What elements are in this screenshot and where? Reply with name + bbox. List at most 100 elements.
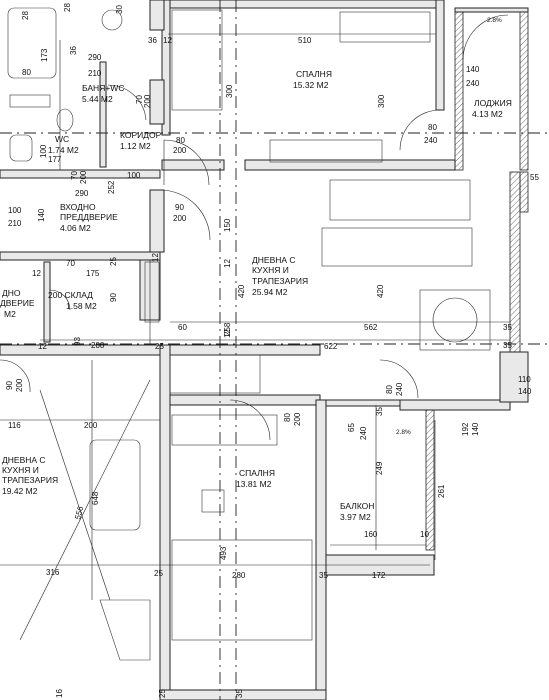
doors <box>0 14 509 441</box>
dim-240c: 240 <box>395 382 404 396</box>
dim-556: 556 <box>73 505 85 521</box>
room-entry-area: 4.06 M2 <box>60 223 91 233</box>
dim-80a: 80 <box>22 68 31 77</box>
room-entry-left-name: ДНО <box>2 288 21 298</box>
dim-28b: 28 <box>63 3 72 12</box>
dim-172: 172 <box>372 571 386 580</box>
dim-65: 65 <box>347 423 356 432</box>
dim-210a: 210 <box>88 69 102 78</box>
dim-240b: 240 <box>424 136 438 145</box>
dim-177: 177 <box>48 155 62 164</box>
dim-12c: 12 <box>32 269 41 278</box>
dim-30: 30 <box>115 5 124 14</box>
room-bedroom-bottom-name: СПАЛНЯ <box>239 468 275 478</box>
dim-16: 16 <box>55 689 64 698</box>
dim-200f: 200 <box>15 378 24 392</box>
dim-290b: 290 <box>75 189 89 198</box>
dim-420b: 420 <box>376 284 385 298</box>
room-balcony-area: 3.97 M2 <box>340 512 371 522</box>
dim-25c: 25 <box>154 569 163 578</box>
dim-622: 622 <box>324 342 338 351</box>
walls <box>0 0 529 700</box>
dimension-labels: 28 28 30 36 12 510 173 36 290 80 210 70 … <box>5 3 539 698</box>
dim-slope-balcony: 2.8% <box>396 429 411 436</box>
room-living-main-name3: ТРАПЕЗАРИЯ <box>252 276 308 286</box>
dim-300b: 300 <box>377 94 386 108</box>
dim-290a: 290 <box>88 53 102 62</box>
room-living-left-name3: ТРАПЕЗАРИЯ <box>2 475 58 485</box>
dim-35d: 35 <box>319 571 328 580</box>
dim-35b: 35 <box>503 341 512 350</box>
room-loggia-area: 4.13 M2 <box>472 109 503 119</box>
dim-140c: 140 <box>518 387 532 396</box>
dim-36: 36 <box>69 46 78 55</box>
room-living-left-name: ДНЕВНА С <box>2 455 46 465</box>
dim-100c: 100 <box>8 206 22 215</box>
dim-60: 60 <box>178 323 187 332</box>
dim-160: 160 <box>364 530 378 539</box>
dim-261: 261 <box>437 484 446 498</box>
dim-562: 562 <box>364 323 378 332</box>
dim-200b: 200 <box>173 146 187 155</box>
room-entry-name: ВХОДНО <box>60 202 96 212</box>
dim-12d: 12 <box>223 259 232 268</box>
dim-80e: 80 <box>283 413 292 422</box>
room-bath-area: 5.44 M2 <box>82 94 113 104</box>
dim-258: 258 <box>223 322 232 336</box>
room-corridor-name: КОРИДОР <box>120 130 162 140</box>
dim-200e: 200 <box>91 341 105 350</box>
dim-200c: 200 <box>79 170 88 184</box>
dim-70b: 70 <box>70 171 79 180</box>
dim-173: 173 <box>40 48 49 62</box>
dim-116: 116 <box>8 421 21 430</box>
room-entry-left-name2: ДВЕРИЕ <box>0 298 35 308</box>
dim-175: 175 <box>86 269 100 278</box>
room-bedroom-bottom-area: 13.81 M2 <box>236 479 272 489</box>
room-wc-name: WC <box>55 134 69 144</box>
dim-90b: 90 <box>109 293 118 302</box>
dim-25a: 25 <box>109 257 118 266</box>
dimension-lines <box>0 33 510 600</box>
dim-12e: 12 <box>223 329 232 338</box>
dim-140a: 140 <box>466 65 480 74</box>
dim-12a: 12 <box>163 36 172 45</box>
room-living-left-name2: КУХНЯ И <box>2 465 39 475</box>
dim-80b: 80 <box>428 123 437 132</box>
dim-200d: 200 <box>173 214 187 223</box>
dim-280: 280 <box>232 571 246 580</box>
room-balcony-name: БАЛКОН <box>340 501 374 511</box>
dim-28a: 28 <box>21 11 30 20</box>
room-labels: СПАЛНЯ 15.32 M2 ЛОДЖИЯ 4.13 M2 БАНЯ+WC 5… <box>0 69 512 522</box>
dim-35c: 35 <box>375 407 384 416</box>
room-living-main-area: 25.94 M2 <box>252 287 288 297</box>
room-storage-area: 1.58 M2 <box>66 301 97 311</box>
dim-240a: 240 <box>466 79 480 88</box>
room-living-left-area: 19.42 M2 <box>2 486 38 496</box>
dim-200g: 200 <box>84 421 98 430</box>
dim-slope-loggia: 2.8% <box>487 17 502 24</box>
dim-240d: 240 <box>359 426 368 440</box>
dim-493: 493 <box>219 546 228 560</box>
dim-12f: 12 <box>38 342 47 351</box>
dim-90a: 90 <box>175 203 184 212</box>
room-bath-name: БАНЯ+WC <box>82 83 124 93</box>
dim-70c: 70 <box>66 259 75 268</box>
room-living-main-name: ДНЕВНА С <box>252 255 296 265</box>
dim-140d: 140 <box>471 422 480 436</box>
room-living-main-name2: КУХНЯ И <box>252 265 289 275</box>
dim-363: 36 <box>148 36 157 45</box>
room-corridor-area: 1.12 M2 <box>120 141 151 151</box>
dim-249: 249 <box>375 461 384 475</box>
dim-55: 55 <box>530 173 539 182</box>
room-wc-area: 1.74 M2 <box>48 145 79 155</box>
dim-25b: 25 <box>155 342 164 351</box>
dim-35e: 35 <box>235 689 244 698</box>
dim-150: 150 <box>223 218 232 232</box>
dim-93: 93 <box>73 337 82 346</box>
room-entry-name2: ПРЕДДВЕРИЕ <box>60 212 118 222</box>
dim-300a: 300 <box>225 84 234 98</box>
dim-316: 316 <box>46 568 60 577</box>
dim-648: 648 <box>91 491 100 505</box>
